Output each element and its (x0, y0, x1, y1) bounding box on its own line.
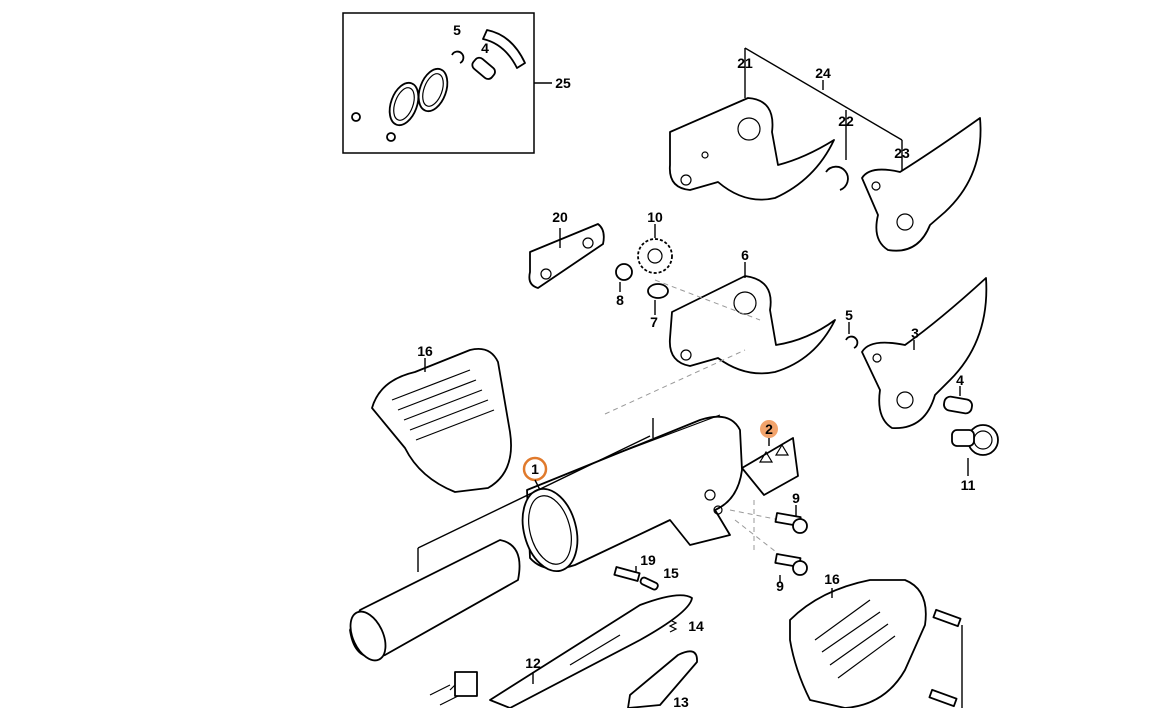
screw-19 (613, 566, 641, 582)
callout-11[interactable]: 11 (961, 477, 976, 493)
kit-spring-strip (482, 29, 526, 69)
callout-16-left[interactable]: 16 (417, 343, 433, 359)
handle-body-1 (521, 414, 743, 573)
kit-inset-box (342, 12, 552, 154)
screw-8 (615, 263, 633, 281)
o-ring-outer (388, 81, 420, 127)
lever-13 (627, 650, 698, 709)
callout-8[interactable]: 8 (616, 292, 624, 308)
callout-12[interactable]: 12 (525, 655, 541, 671)
warning-label-2 (741, 437, 799, 496)
switch-block (454, 671, 478, 697)
callout-4[interactable]: 4 (956, 372, 964, 388)
callout-15[interactable]: 15 (663, 565, 679, 581)
kit-clip (451, 50, 465, 64)
callout-5-kit[interactable]: 5 (453, 22, 461, 38)
cover-16-right (789, 579, 927, 709)
callout-9-upper[interactable]: 9 (792, 490, 800, 506)
clip-5 (845, 335, 859, 349)
callout-20[interactable]: 20 (552, 209, 568, 225)
callout-24[interactable]: 24 (815, 65, 831, 81)
clip-22 (825, 165, 849, 191)
callout-6[interactable]: 6 (741, 247, 749, 263)
callout-2[interactable]: 2 (765, 421, 773, 437)
cutting-blade-23 (861, 117, 982, 252)
screw-right-2 (928, 688, 958, 708)
cover-16-left (371, 347, 512, 493)
callout-1[interactable]: 1 (531, 461, 539, 477)
lever-12 (489, 594, 693, 709)
callout-16-right[interactable]: 16 (824, 571, 840, 587)
anvil-blade-21 (668, 97, 835, 201)
callout-14[interactable]: 14 (688, 618, 704, 634)
pin-4 (943, 395, 973, 415)
callout-13[interactable]: 13 (673, 694, 689, 710)
callout-23[interactable]: 23 (894, 145, 910, 161)
screw-9-upper (774, 505, 808, 534)
screw-9-lower (774, 553, 808, 582)
grip-tube (349, 539, 521, 662)
callout-9-lower[interactable]: 9 (776, 578, 784, 594)
screw-right-1 (932, 608, 962, 628)
kit-screw-2 (386, 132, 396, 142)
callout-25[interactable]: 25 (555, 75, 571, 91)
callout-22[interactable]: 22 (838, 113, 854, 129)
callout-7[interactable]: 7 (650, 314, 658, 330)
callout-10[interactable]: 10 (647, 209, 663, 225)
callout-19[interactable]: 19 (640, 552, 656, 568)
o-ring-inner (417, 67, 449, 113)
callout-5[interactable]: 5 (845, 307, 853, 323)
pin-15 (639, 576, 659, 591)
locking-plate-20 (528, 223, 605, 289)
callout-3[interactable]: 3 (911, 325, 919, 341)
callout-21[interactable]: 21 (737, 55, 753, 71)
blade-set-upper (668, 47, 982, 252)
callout-4-kit[interactable]: 4 (481, 40, 489, 56)
anvil-blade-6 (668, 275, 836, 375)
kit-pin (471, 56, 496, 80)
callout-2-highlight (760, 420, 778, 438)
cutting-blade-3 (861, 277, 988, 429)
gear-10 (637, 224, 673, 274)
washer-7 (647, 283, 669, 299)
kit-screw-1 (351, 112, 361, 122)
